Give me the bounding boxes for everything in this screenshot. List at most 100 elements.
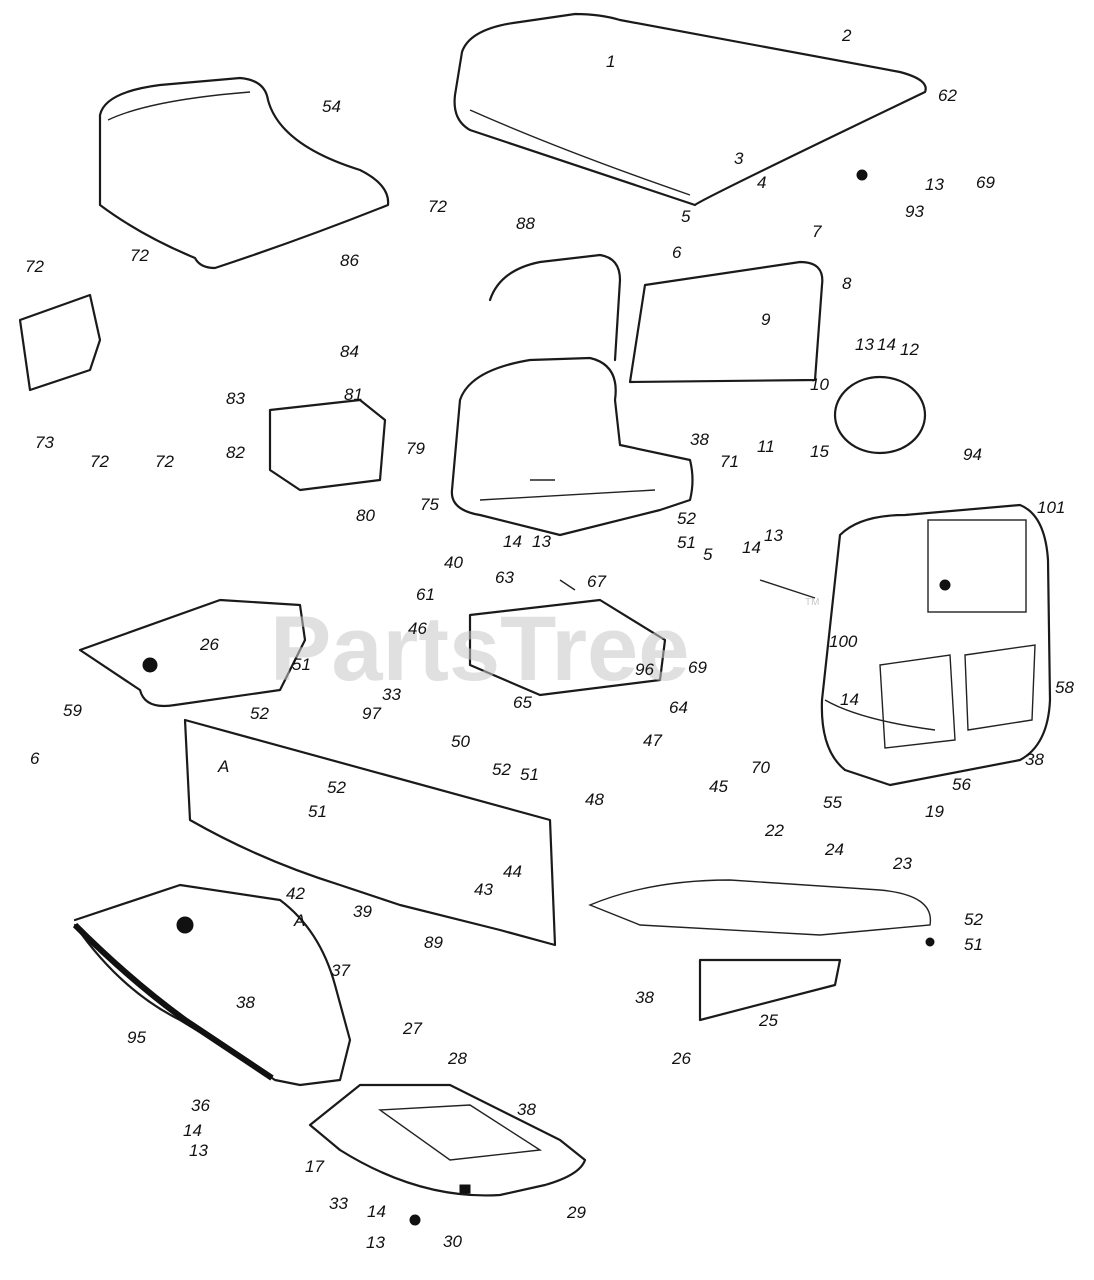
- callout-13: 13: [366, 1233, 385, 1252]
- callout-48: 48: [585, 790, 604, 809]
- callout-3: 3: [734, 149, 744, 168]
- callout-97: 97: [362, 704, 381, 723]
- callout-26: 26: [199, 635, 219, 654]
- callout-100: 100: [829, 632, 858, 651]
- callout-14: 14: [742, 538, 761, 557]
- callout-30: 30: [443, 1232, 462, 1251]
- callout-14: 14: [877, 335, 896, 354]
- callout-52: 52: [327, 778, 346, 797]
- callout-5: 5: [703, 545, 713, 564]
- callout-13: 13: [189, 1141, 208, 1160]
- callout-1: 1: [606, 52, 615, 71]
- dash-panel[interactable]: [488, 253, 824, 384]
- callout-38: 38: [690, 430, 709, 449]
- control-bracket[interactable]: [18, 293, 102, 392]
- callout-54: 54: [322, 97, 341, 116]
- callout-47: 47: [643, 731, 662, 750]
- watermark-text: PartsTree: [270, 598, 689, 700]
- callout-15: 15: [810, 442, 829, 461]
- callout-65: 65: [513, 693, 532, 712]
- callout-38: 38: [236, 993, 255, 1012]
- callout-33: 33: [329, 1194, 348, 1213]
- callout-28: 28: [447, 1049, 467, 1068]
- callout-38: 38: [635, 988, 654, 1007]
- callout-51: 51: [677, 533, 696, 552]
- callout-51: 51: [292, 655, 311, 674]
- callout-19: 19: [925, 802, 944, 821]
- seat[interactable]: [98, 76, 390, 270]
- callout-27: 27: [402, 1019, 422, 1038]
- callout-11: 11: [757, 437, 775, 456]
- hood-panel[interactable]: [453, 12, 927, 207]
- callout-80: 80: [356, 506, 375, 525]
- callout-72: 72: [90, 452, 109, 471]
- callout-62: 62: [938, 86, 957, 105]
- tray[interactable]: [268, 398, 387, 492]
- callout-14: 14: [840, 690, 859, 709]
- callout-8: 8: [842, 274, 852, 293]
- callout-42: 42: [286, 884, 305, 903]
- callout-72: 72: [25, 257, 44, 276]
- callout-75: 75: [420, 495, 439, 514]
- callout-36: 36: [191, 1096, 210, 1115]
- footrest-fender[interactable]: [72, 883, 352, 1087]
- leader-lines: [530, 479, 816, 599]
- callout-44: 44: [503, 862, 522, 881]
- callout-12: 12: [900, 340, 919, 359]
- callout-52: 52: [492, 760, 511, 779]
- callout-69: 69: [976, 173, 995, 192]
- grille[interactable]: [820, 503, 1052, 787]
- callout-51: 51: [520, 765, 539, 784]
- callout-10: 10: [810, 375, 829, 394]
- callout-63: 63: [495, 568, 514, 587]
- body-frame[interactable]: [450, 356, 694, 537]
- callout-89: 89: [424, 933, 443, 952]
- callout-95: 95: [127, 1028, 146, 1047]
- callout-96: 96: [635, 660, 654, 679]
- callout-72: 72: [130, 246, 149, 265]
- callout-A: A: [293, 911, 305, 930]
- callout-6: 6: [30, 749, 40, 768]
- callout-101: 101: [1037, 498, 1065, 517]
- callout-9: 9: [761, 310, 771, 329]
- callout-82: 82: [226, 443, 245, 462]
- callout-38: 38: [517, 1100, 536, 1119]
- callout-33: 33: [382, 685, 401, 704]
- callout-70: 70: [751, 758, 770, 777]
- callout-88: 88: [516, 214, 535, 233]
- callout-84: 84: [340, 342, 359, 361]
- callout-52: 52: [964, 910, 983, 929]
- callout-26: 26: [671, 1049, 691, 1068]
- callout-67: 67: [587, 572, 606, 591]
- callout-5: 5: [681, 207, 691, 226]
- callout-72: 72: [428, 197, 447, 216]
- chassis-rear[interactable]: [78, 598, 557, 947]
- callout-51: 51: [308, 802, 327, 821]
- callout-52: 52: [250, 704, 269, 723]
- callout-55: 55: [823, 793, 842, 812]
- callout-2: 2: [841, 26, 852, 45]
- watermark-tm: TM: [805, 597, 819, 608]
- callout-56: 56: [952, 775, 971, 794]
- callout-13: 13: [532, 532, 551, 551]
- callout-13: 13: [925, 175, 944, 194]
- lower-rails[interactable]: [588, 879, 932, 1022]
- callout-25: 25: [758, 1011, 778, 1030]
- callout-61: 61: [416, 585, 435, 604]
- callout-64: 64: [669, 698, 688, 717]
- callout-50: 50: [451, 732, 470, 751]
- headlight[interactable]: [833, 375, 927, 455]
- step-plate[interactable]: [308, 1083, 587, 1197]
- callout-17: 17: [305, 1157, 324, 1176]
- callout-13: 13: [764, 526, 783, 545]
- callout-14: 14: [503, 532, 522, 551]
- callout-72: 72: [155, 452, 174, 471]
- callout-81: 81: [344, 385, 363, 404]
- mid-plate[interactable]: [468, 598, 667, 697]
- callout-69: 69: [688, 658, 707, 677]
- callout-93: 93: [905, 202, 924, 221]
- callout-52: 52: [677, 509, 696, 528]
- callout-86: 86: [340, 251, 359, 270]
- callout-59: 59: [63, 701, 82, 720]
